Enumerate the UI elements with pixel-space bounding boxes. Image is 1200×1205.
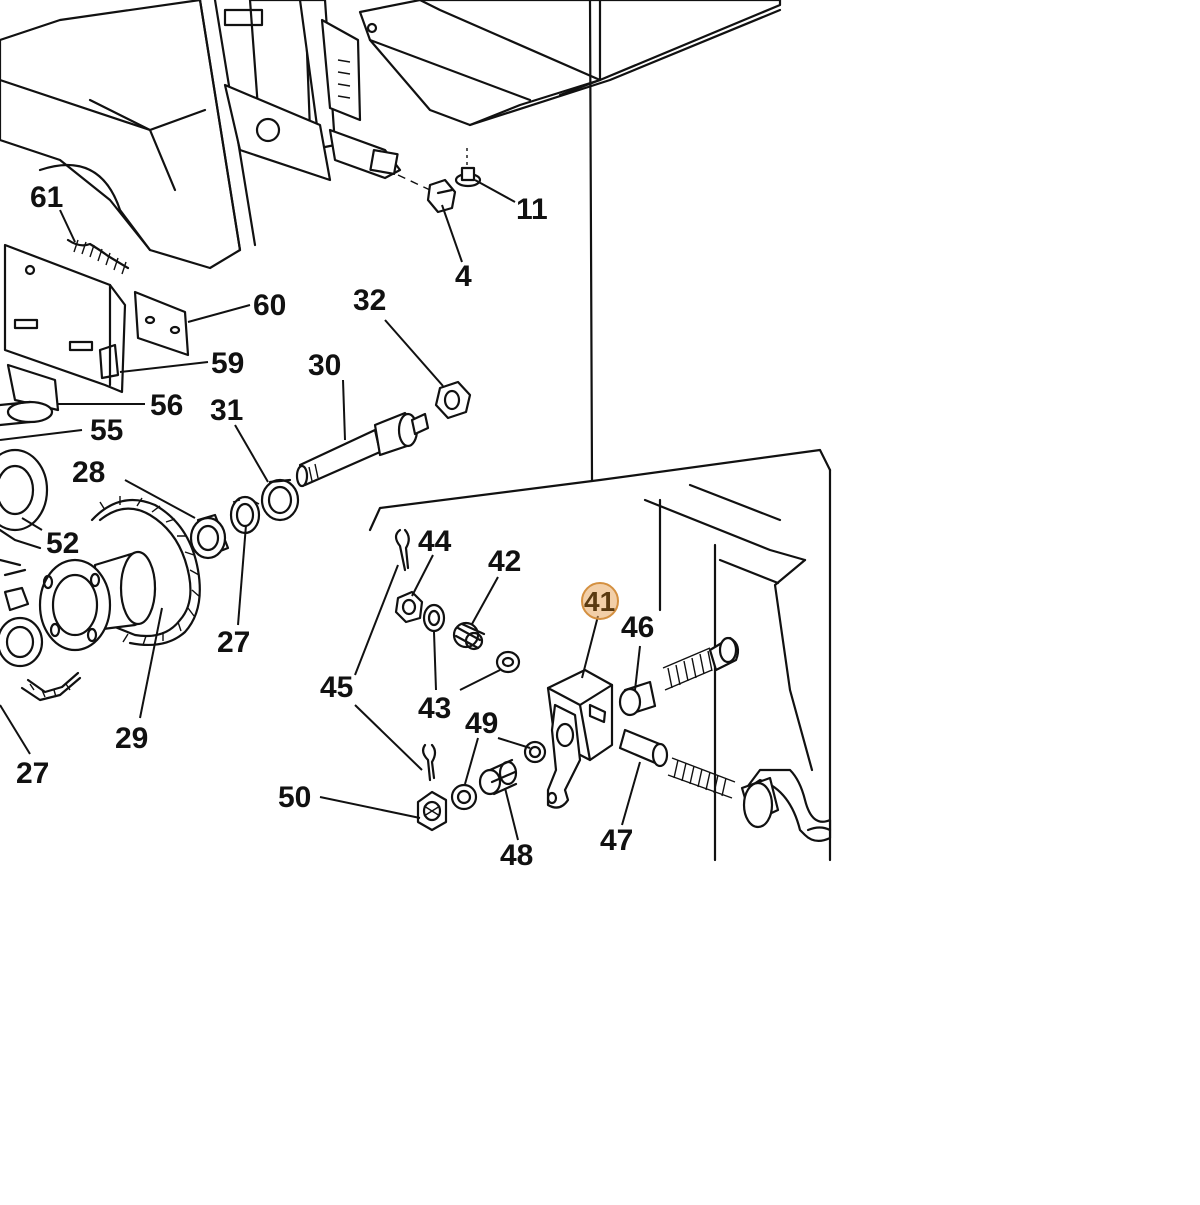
callout-46[interactable]: 46	[621, 611, 654, 644]
callout-labels: 61 11 4 60 32 59 30 56 31 55 28 52 44 42…	[16, 181, 654, 872]
callout-31[interactable]: 31	[210, 394, 243, 427]
shaft-30	[295, 411, 430, 488]
callout-4[interactable]: 4	[455, 260, 472, 293]
bracket-56	[0, 363, 60, 427]
callout-45[interactable]: 45	[320, 671, 353, 704]
hub	[38, 550, 157, 652]
callout-50[interactable]: 50	[278, 781, 311, 814]
plate-60	[133, 290, 190, 357]
callout-30[interactable]: 30	[308, 349, 341, 382]
latch-handle	[740, 768, 832, 842]
callout-56[interactable]: 56	[150, 389, 183, 422]
part-4-clip	[426, 178, 457, 214]
callout-43[interactable]: 43	[418, 692, 451, 725]
callout-42[interactable]: 42	[488, 545, 521, 578]
callout-11[interactable]: 11	[516, 193, 548, 226]
nut-50	[416, 790, 448, 832]
mounting-plate-59	[3, 243, 127, 394]
nut-44	[394, 590, 424, 624]
callout-61[interactable]: 61	[30, 181, 63, 214]
callout-32[interactable]: 32	[353, 284, 386, 317]
spring-bolt-upper	[662, 636, 740, 691]
spring-48	[478, 758, 518, 796]
spring-61	[66, 238, 130, 275]
nut-32	[434, 380, 472, 420]
callout-55[interactable]: 55	[90, 414, 123, 447]
callout-41-highlighted[interactable]: 41	[581, 582, 619, 620]
divider-line	[588, 0, 594, 482]
callout-27-lower[interactable]: 27	[16, 757, 49, 790]
sprocket-52	[0, 448, 49, 577]
callout-27-upper[interactable]: 27	[217, 626, 250, 659]
sprocket-29	[90, 496, 201, 647]
callout-52[interactable]: 52	[46, 527, 79, 560]
chain	[20, 671, 82, 702]
cotter-pin-45-upper	[394, 528, 410, 572]
bushing-46	[618, 680, 657, 717]
washer-43-lower	[495, 650, 521, 674]
washer-49-lower	[450, 783, 478, 811]
washer-43-upper	[422, 603, 446, 633]
callout-29[interactable]: 29	[115, 722, 148, 755]
bearing-31	[260, 478, 300, 522]
callout-49[interactable]: 49	[465, 707, 498, 740]
bushing-47	[618, 728, 669, 768]
callout-59[interactable]: 59	[211, 347, 244, 380]
latch-block-41	[546, 668, 614, 809]
spring-42	[452, 621, 486, 651]
bearing-28	[189, 513, 230, 560]
chassis-frame	[0, 0, 782, 270]
panel-frame	[368, 448, 832, 862]
cotter-pin-45-lower	[421, 743, 437, 782]
bearing-27-lower	[0, 586, 44, 668]
washer-49	[523, 740, 547, 764]
callout-48[interactable]: 48	[500, 839, 533, 872]
callout-60[interactable]: 60	[253, 289, 286, 322]
callout-47[interactable]: 47	[600, 824, 633, 857]
part-11-bolt	[454, 148, 482, 188]
callout-28[interactable]: 28	[72, 456, 105, 489]
leader-lines	[0, 179, 641, 841]
callout-44[interactable]: 44	[418, 525, 452, 558]
spring-bolt-lower	[667, 757, 736, 799]
callout-41[interactable]: 41	[584, 586, 615, 617]
